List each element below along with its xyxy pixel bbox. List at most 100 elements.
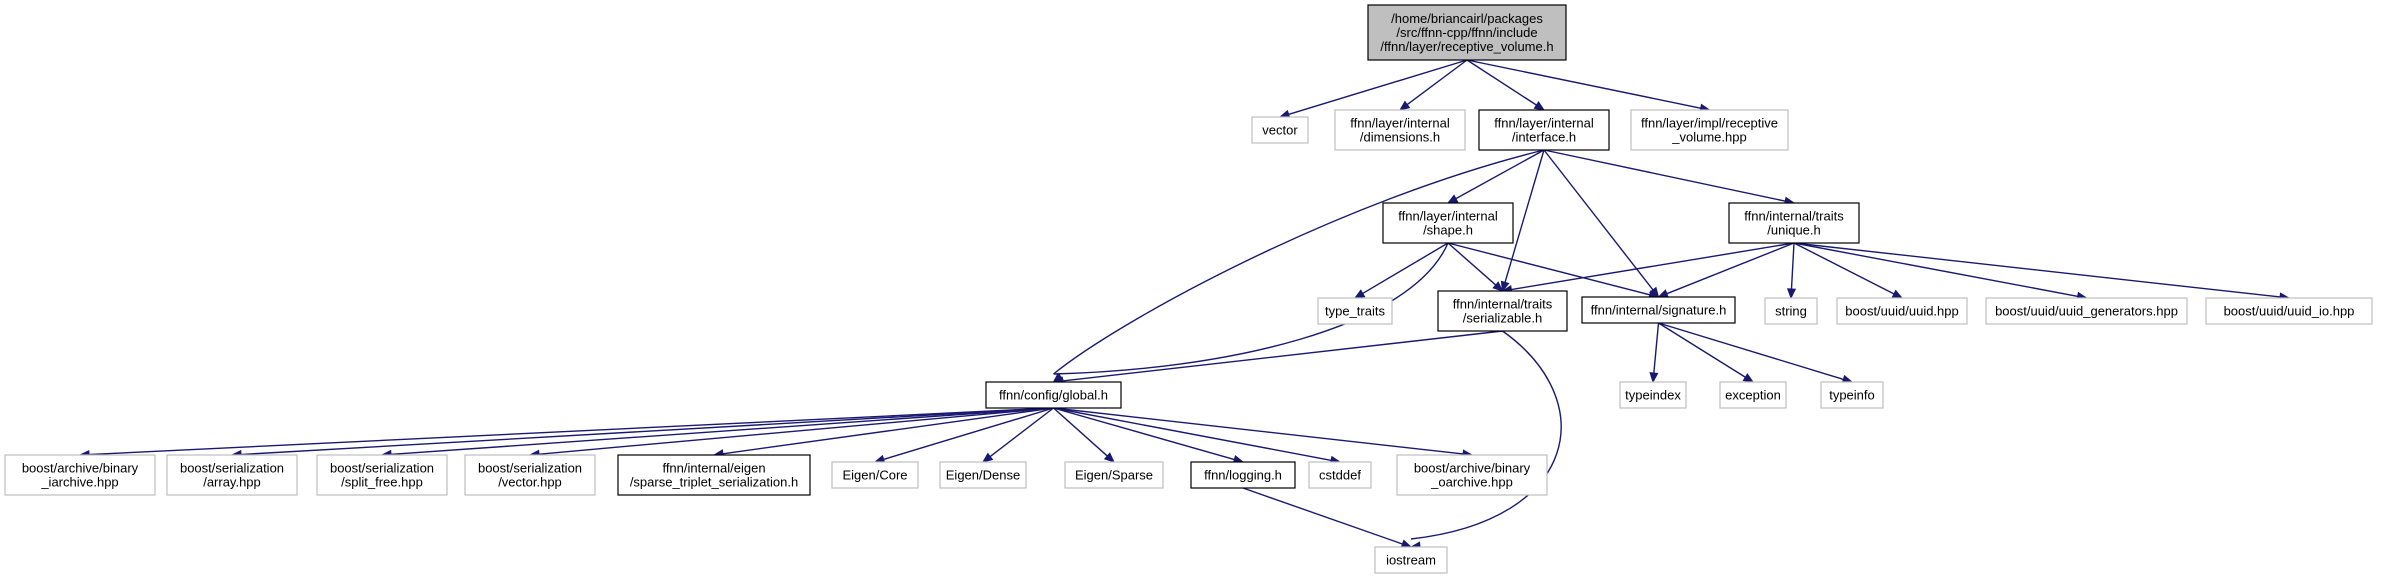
node-serializable[interactable]: ffnn/internal/traits/serializable.h bbox=[1437, 290, 1568, 332]
node-label-line: ffnn/layer/internal bbox=[1494, 116, 1594, 131]
node-box bbox=[1728, 202, 1860, 244]
node-dimensions: ffnn/layer/internal/dimensions.h bbox=[1334, 109, 1466, 151]
edge-unique-to-uuid-io bbox=[1793, 242, 2282, 298]
node-box bbox=[2205, 297, 2373, 325]
edge-arrowhead bbox=[1103, 452, 1115, 463]
node-shape[interactable]: ffnn/layer/internal/shape.h bbox=[1382, 202, 1514, 244]
node-label-line: /shape.h bbox=[1423, 223, 1473, 238]
node-signature[interactable]: ffnn/internal/signature.h bbox=[1581, 296, 1736, 324]
edge-unique-to-uuid bbox=[1793, 242, 1896, 295]
edge-root-to-dimensions bbox=[1405, 59, 1468, 106]
node-label-line: boost/uuid/uuid.hpp bbox=[1845, 304, 1958, 319]
node-box bbox=[1437, 290, 1568, 332]
node-label-line: /vector.hpp bbox=[498, 475, 562, 490]
node-logging[interactable]: ffnn/logging.h bbox=[1190, 461, 1296, 489]
node-label-line: cstddef bbox=[1319, 468, 1361, 483]
node-label-line: type_traits bbox=[1325, 304, 1385, 319]
node-label-line: _volume.hpp bbox=[1671, 130, 1746, 145]
edge-global-to-binary-oarchive bbox=[1053, 407, 1465, 455]
node-typeindex: typeindex bbox=[1619, 381, 1687, 409]
node-cstddef: cstddef bbox=[1308, 461, 1372, 489]
edge-global-to-binary-iarchive bbox=[87, 407, 1054, 456]
node-label-line: ffnn/internal/eigen bbox=[662, 461, 765, 476]
edge-arrowhead bbox=[1533, 101, 1546, 111]
node-ser-array: boost/serialization/array.hpp bbox=[166, 454, 298, 496]
edge-shape-to-signature bbox=[1447, 242, 1651, 296]
node-label-line: ffnn/layer/impl/receptive bbox=[1641, 116, 1778, 131]
node-label-line: boost/uuid/uuid_generators.hpp bbox=[1995, 304, 2178, 319]
node-label-line: ffnn/config/global.h bbox=[999, 388, 1108, 403]
edge-arrowhead bbox=[1657, 289, 1670, 298]
edge-arrowhead bbox=[1398, 100, 1411, 111]
node-label-line: /src/ffnn-cpp/ffnn/include bbox=[1396, 25, 1537, 40]
edge-shape-to-serializable bbox=[1447, 242, 1497, 287]
node-box bbox=[939, 461, 1027, 489]
edge-arrowhead bbox=[1742, 373, 1755, 383]
node-unique[interactable]: ffnn/internal/traits/unique.h bbox=[1728, 202, 1860, 244]
node-box bbox=[464, 454, 596, 496]
edge-global-to-eigen-sparse bbox=[1053, 407, 1109, 458]
node-exception: exception bbox=[1719, 381, 1787, 409]
node-ser-vector: boost/serialization/vector.hpp bbox=[464, 454, 596, 496]
node-label-line: exception bbox=[1725, 388, 1781, 403]
edge-shape-to-type-traits bbox=[1361, 242, 1449, 295]
edge-root-to-interface bbox=[1466, 59, 1538, 107]
node-label-line: ffnn/internal/signature.h bbox=[1591, 303, 1727, 318]
node-typeinfo: typeinfo bbox=[1820, 381, 1884, 409]
node-global[interactable]: ffnn/config/global.h bbox=[985, 381, 1122, 409]
node-box bbox=[1764, 297, 1818, 325]
node-box bbox=[1581, 296, 1736, 324]
node-box bbox=[1619, 381, 1687, 409]
node-label-line: vector bbox=[1262, 123, 1298, 138]
node-label-line: /dimensions.h bbox=[1360, 130, 1440, 145]
node-string: string bbox=[1764, 297, 1818, 325]
edge-arrowhead bbox=[1891, 289, 1904, 299]
edge-signature-to-typeindex bbox=[1653, 322, 1660, 375]
node-vector: vector bbox=[1251, 116, 1309, 144]
node-label-line: boost/serialization bbox=[330, 461, 434, 476]
node-sparse-triplet[interactable]: ffnn/internal/eigen/sparse_triplet_seria… bbox=[617, 454, 811, 496]
node-label-line: string bbox=[1775, 304, 1807, 319]
node-box bbox=[1367, 4, 1567, 61]
node-label-line: boost/archive/binary bbox=[1414, 461, 1531, 476]
node-box bbox=[1334, 109, 1466, 151]
node-label-line: ffnn/logging.h bbox=[1204, 468, 1282, 483]
node-label-line: /array.hpp bbox=[203, 475, 261, 490]
node-box bbox=[1396, 454, 1548, 496]
edge-interface-to-shape bbox=[1454, 149, 1545, 200]
node-ser-split-free: boost/serialization/split_free.hpp bbox=[316, 454, 448, 496]
node-label-line: typeindex bbox=[1625, 388, 1681, 403]
edge-unique-to-uuid-gen bbox=[1793, 242, 2079, 298]
edge-interface-to-serializable bbox=[1504, 149, 1545, 284]
node-box bbox=[617, 454, 811, 496]
node-box bbox=[1478, 109, 1610, 151]
node-uuid-io: boost/uuid/uuid_io.hpp bbox=[2205, 297, 2373, 325]
node-box bbox=[1836, 297, 1968, 325]
node-box bbox=[166, 454, 298, 496]
edge-arrowhead bbox=[1786, 288, 1797, 300]
node-type-traits: type_traits bbox=[1317, 297, 1393, 325]
edge-global-to-logging bbox=[1053, 407, 1236, 461]
edge-arrowhead bbox=[1492, 281, 1504, 292]
node-box bbox=[1308, 461, 1372, 489]
edge-global-to-cstddef bbox=[1053, 407, 1333, 462]
node-label-line: /serializable.h bbox=[1463, 311, 1543, 326]
edge-global-to-sparse-triplet bbox=[721, 407, 1054, 455]
node-label-line: boost/archive/binary bbox=[22, 461, 139, 476]
edge-signature-to-exception bbox=[1658, 322, 1747, 379]
node-label-line: boost/uuid/uuid_io.hpp bbox=[2224, 304, 2355, 319]
edge-arrowhead bbox=[1649, 372, 1659, 384]
edge-arrowhead bbox=[981, 452, 994, 463]
node-label-line: ffnn/internal/traits bbox=[1453, 297, 1553, 312]
edge-root-to-rv-impl bbox=[1466, 59, 1702, 110]
edge-arrowhead bbox=[1500, 280, 1510, 293]
edge-logging-to-iostream bbox=[1242, 487, 1404, 546]
node-label-line: /interface.h bbox=[1512, 130, 1576, 145]
node-label-line: boost/serialization bbox=[478, 461, 582, 476]
node-label-line: ffnn/layer/internal bbox=[1398, 209, 1498, 224]
node-rv-impl: ffnn/layer/impl/receptive_volume.hpp bbox=[1630, 109, 1789, 151]
node-eigen-core: Eigen/Core bbox=[831, 461, 919, 489]
node-interface[interactable]: ffnn/layer/internal/interface.h bbox=[1478, 109, 1610, 151]
edge-serializable-to-global bbox=[1061, 330, 1503, 382]
